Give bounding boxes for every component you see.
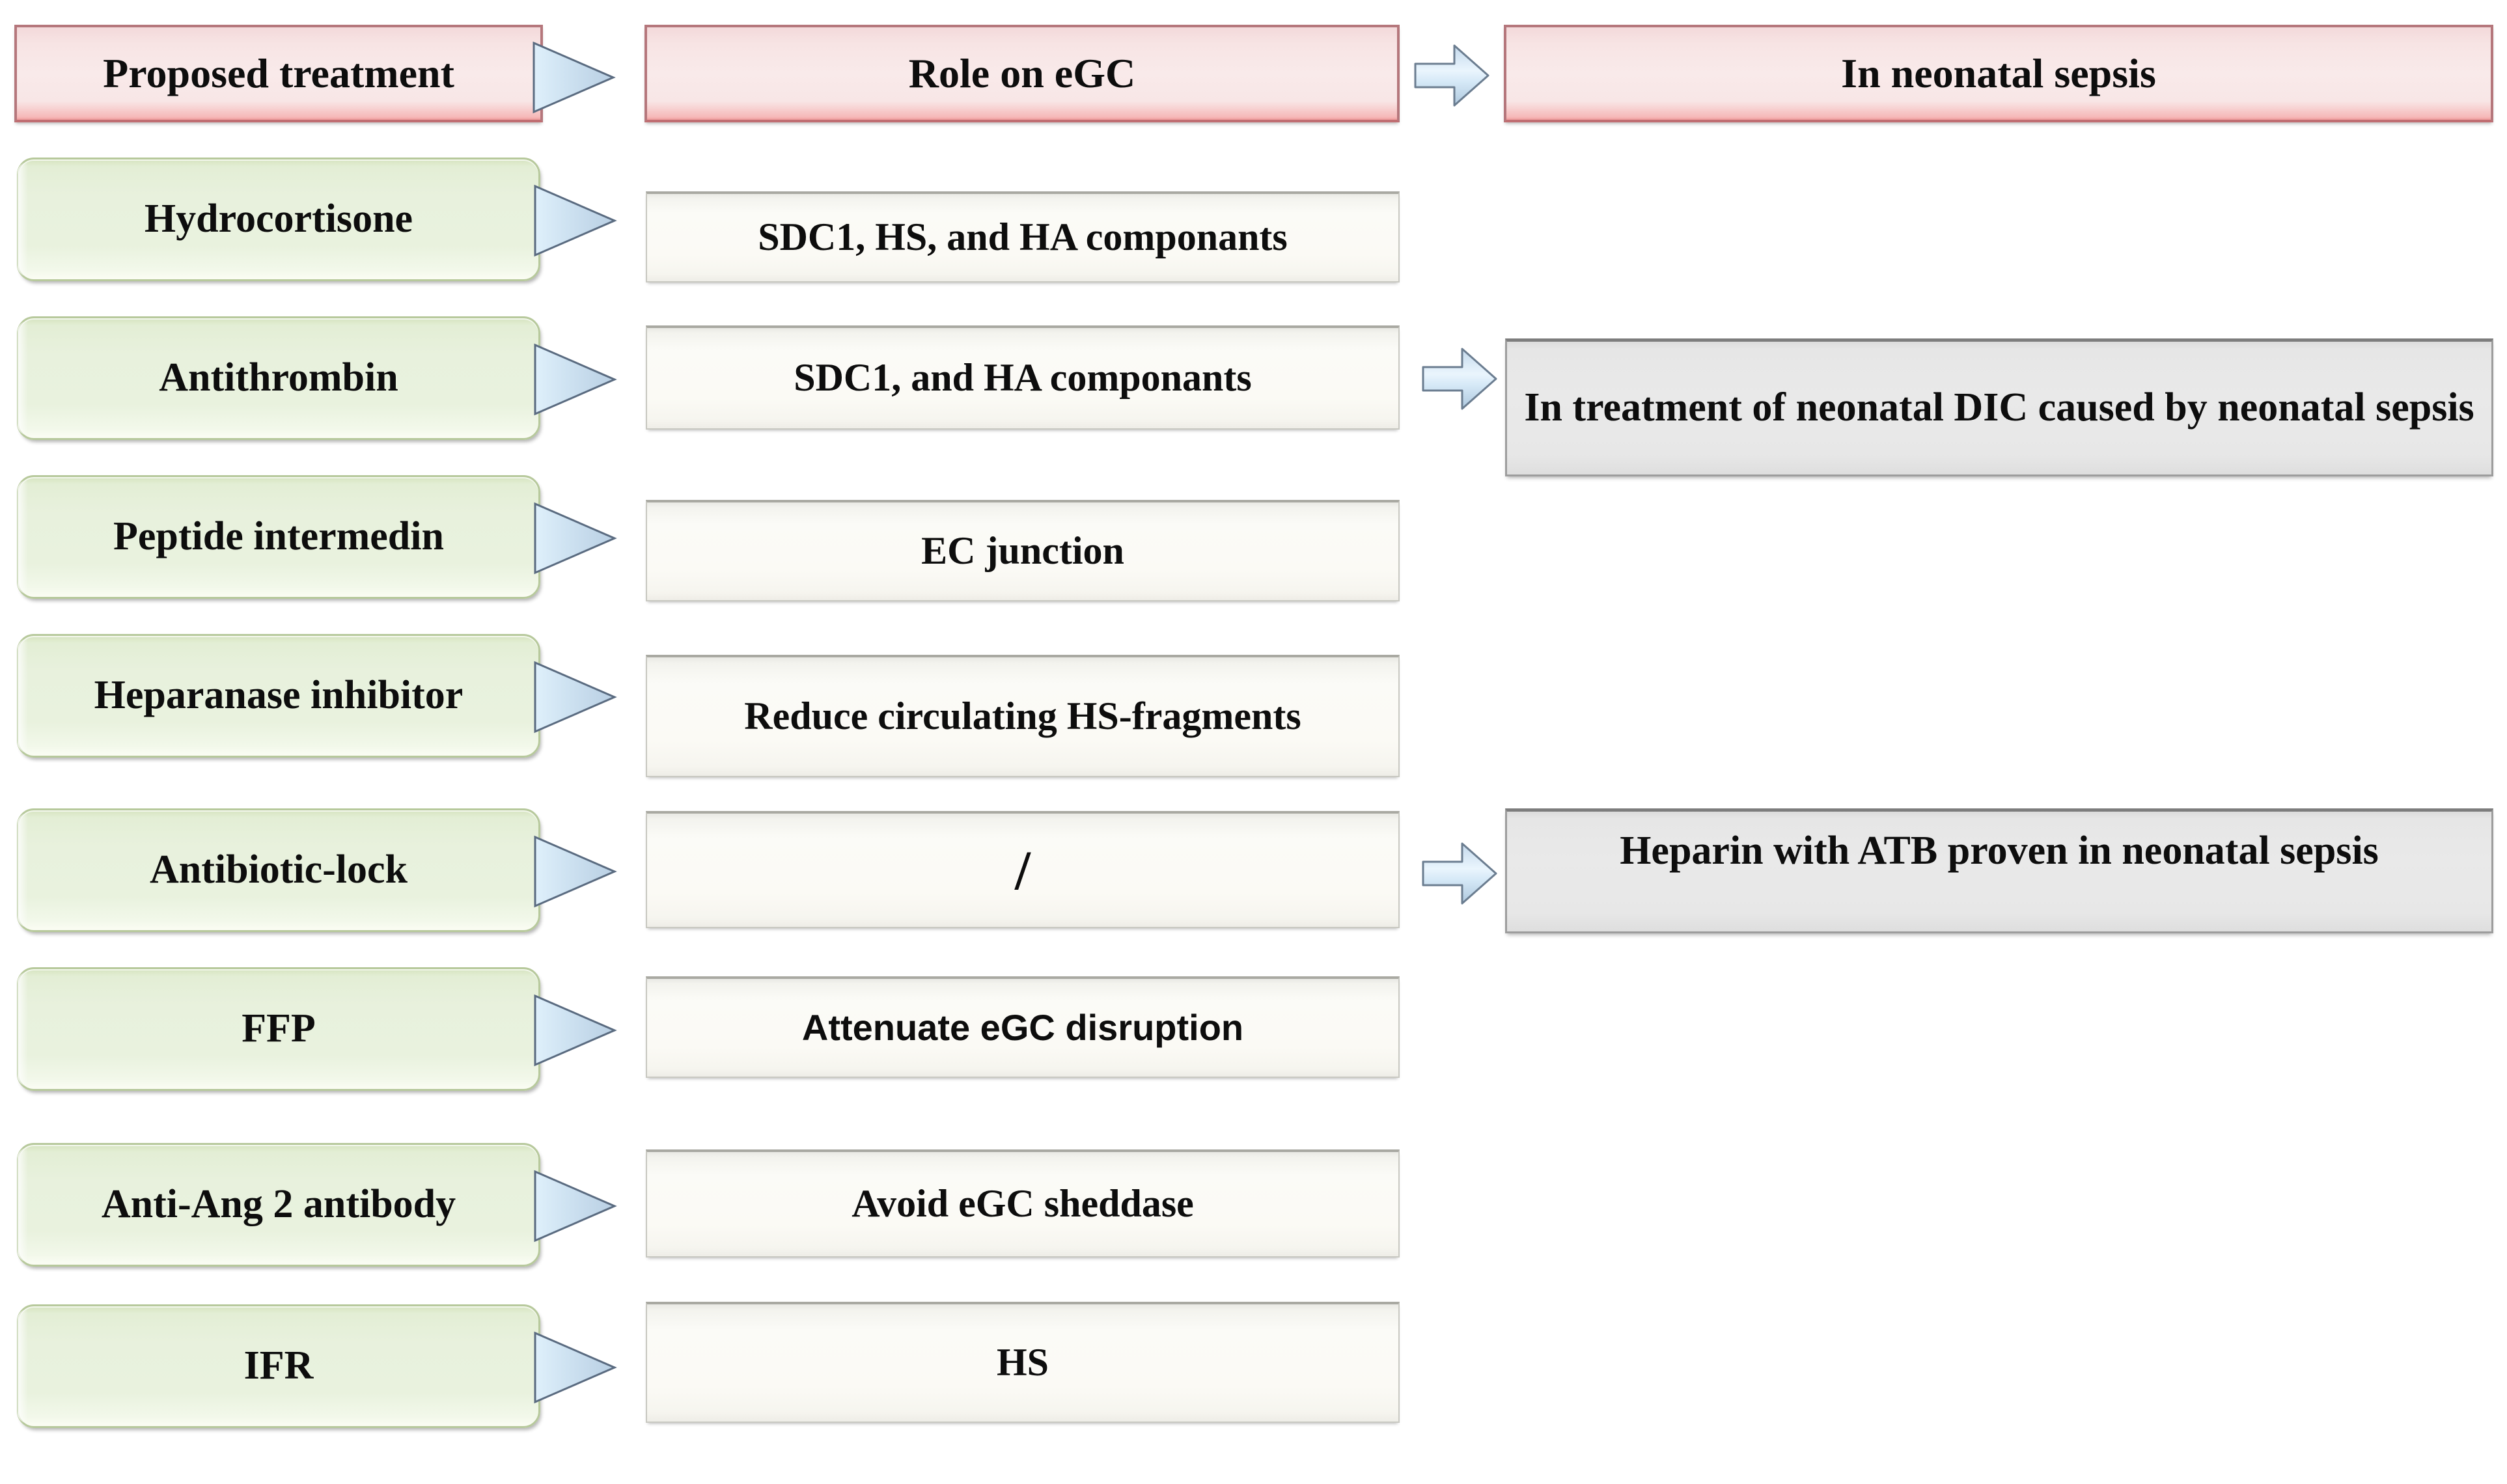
treatment-box[interactable]: Hydrocortisone <box>17 158 540 281</box>
treatment-box[interactable]: Anti-Ang 2 antibody <box>17 1143 540 1267</box>
role-box: Attenuate eGC disruption <box>646 976 1400 1078</box>
outcome-label: In treatment of neonatal DIC caused by n… <box>1524 385 2474 430</box>
header-col2-label: Role on eGC <box>908 50 1136 97</box>
role-label: SDC1, HS, and HA componants <box>758 215 1288 259</box>
triangle-right-icon <box>533 341 617 418</box>
role-box: HS <box>646 1302 1400 1423</box>
role-label: SDC1, and HA componants <box>794 356 1252 400</box>
role-label: Reduce circulating HS-fragments <box>744 694 1301 738</box>
triangle-right-icon <box>533 992 617 1069</box>
role-label: Avoid eGC sheddase <box>852 1182 1194 1226</box>
triangle-right-icon <box>533 1168 617 1244</box>
role-box: SDC1, HS, and HA componants <box>646 191 1400 282</box>
header-col1-label: Proposed treatment <box>103 50 454 97</box>
triangle-right-icon <box>533 833 617 910</box>
role-box: Reduce circulating HS-fragments <box>646 655 1400 777</box>
header-proposed-treatment: Proposed treatment <box>14 25 543 122</box>
outcome-box: In treatment of neonatal DIC caused by n… <box>1505 338 2493 476</box>
treatment-box[interactable]: IFR <box>17 1304 540 1428</box>
role-box: / <box>646 811 1400 928</box>
role-label: Attenuate eGC disruption <box>801 1006 1244 1048</box>
treatment-box[interactable]: Antithrombin <box>17 316 540 440</box>
treatment-label: Antithrombin <box>159 355 398 400</box>
role-box: Avoid eGC sheddase <box>646 1149 1400 1257</box>
triangle-right-icon <box>533 500 617 577</box>
role-box: SDC1, and HA componants <box>646 325 1400 430</box>
treatment-label: Heparanase inhibitor <box>94 673 464 718</box>
role-label: / <box>1015 838 1031 901</box>
treatment-label: Peptide intermedin <box>113 514 444 559</box>
treatment-box[interactable]: Heparanase inhibitor <box>17 634 540 758</box>
triangle-right-icon <box>533 659 617 735</box>
header-col3-label: In neonatal sepsis <box>1841 50 2156 97</box>
role-box: EC junction <box>646 500 1400 601</box>
outcome-label: Heparin with ATB proven in neonatal seps… <box>1620 829 2379 873</box>
treatment-box[interactable]: FFP <box>17 967 540 1091</box>
header-role-on-egc: Role on eGC <box>644 25 1400 122</box>
header-in-neonatal-sepsis: In neonatal sepsis <box>1504 25 2493 122</box>
outcome-box: Heparin with ATB proven in neonatal seps… <box>1505 808 2493 933</box>
role-label: EC junction <box>921 529 1124 573</box>
triangle-right-icon <box>533 182 617 259</box>
triangle-right-icon <box>533 1329 617 1406</box>
treatment-label: FFP <box>242 1006 316 1051</box>
role-label: HS <box>996 1341 1049 1384</box>
treatment-box[interactable]: Antibiotic-lock <box>17 808 540 932</box>
treatment-box[interactable]: Peptide intermedin <box>17 475 540 599</box>
treatment-label: Hydrocortisone <box>144 197 413 241</box>
treatment-label: Antibiotic-lock <box>149 847 408 892</box>
treatment-label: IFR <box>243 1343 314 1388</box>
block-arrow-right-icon <box>1420 344 1499 414</box>
block-arrow-right-icon <box>1413 40 1491 111</box>
treatment-label: Anti-Ang 2 antibody <box>101 1182 456 1227</box>
triangle-right-icon <box>531 39 616 116</box>
block-arrow-right-icon <box>1420 838 1499 909</box>
